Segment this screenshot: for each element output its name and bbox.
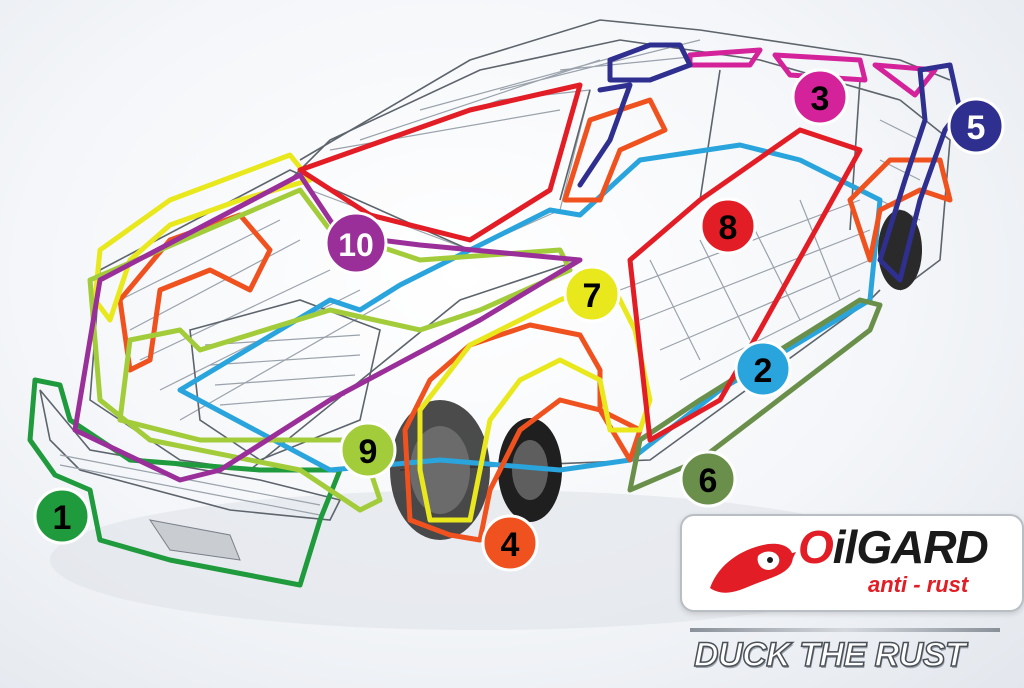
duck-drop-icon xyxy=(710,543,796,593)
oilgard-logo-panel: OilGARD anti - rust xyxy=(680,514,1024,612)
zone-badge-8: 8 xyxy=(699,197,757,255)
zone-badge-4-label: 4 xyxy=(501,526,520,564)
slogan-divider xyxy=(690,628,1000,632)
zone-1-outline xyxy=(27,377,343,588)
zone-7-outline-b xyxy=(92,152,313,323)
zone-4-outline-d xyxy=(847,157,953,263)
zone-5-outline-c xyxy=(877,62,963,283)
zone-badge-2: 2 xyxy=(734,340,792,398)
zone-badge-9: 9 xyxy=(339,421,397,479)
zone-3-outline-b xyxy=(772,52,868,83)
zone-badge-10-label: 10 xyxy=(338,227,374,263)
zone-badge-2-label: 2 xyxy=(754,352,773,390)
slogan-banner: DUCK THE RUST xyxy=(690,626,1000,684)
zone-3-outline-c xyxy=(872,62,938,98)
zone-badge-3: 3 xyxy=(791,68,849,126)
zone-5-outline-b xyxy=(577,82,633,188)
zone-badge-3-label: 3 xyxy=(811,80,830,118)
zone-badge-7: 7 xyxy=(563,265,621,323)
zone-badge-6-label: 6 xyxy=(699,462,718,500)
zone-3-outline xyxy=(687,47,763,68)
zone-outlines xyxy=(27,42,963,588)
zone-badge-6: 6 xyxy=(679,450,737,508)
zone-2-outline xyxy=(177,142,883,473)
zone-4-outline xyxy=(402,322,643,543)
brand-name-prefix: O xyxy=(798,521,834,573)
zone-badge-10: 10 xyxy=(324,211,388,275)
zone-9-outline xyxy=(87,187,573,513)
brand-subtitle: anti - rust xyxy=(868,572,969,597)
zone-badge-1-label: 1 xyxy=(53,499,72,537)
zone-badge-4: 4 xyxy=(481,514,539,572)
slogan-text: DUCK THE RUST xyxy=(693,635,966,675)
brand-name: OilGARD xyxy=(798,521,989,573)
zone-badge-5: 5 xyxy=(947,97,1005,155)
zone-badge-1: 1 xyxy=(33,487,91,545)
zone-badge-8-label: 8 xyxy=(719,209,738,247)
zone-8-outline-b xyxy=(627,127,863,443)
brand-name-rest: ilGARD xyxy=(832,521,989,573)
zone-4-outline-c xyxy=(562,97,668,203)
zone-badge-7-label: 7 xyxy=(583,277,602,315)
zone-5-outline xyxy=(607,42,693,83)
zone-10-outline xyxy=(72,172,583,483)
zone-badge-5-label: 5 xyxy=(967,109,986,147)
zone-badge-9-label: 9 xyxy=(359,433,378,471)
